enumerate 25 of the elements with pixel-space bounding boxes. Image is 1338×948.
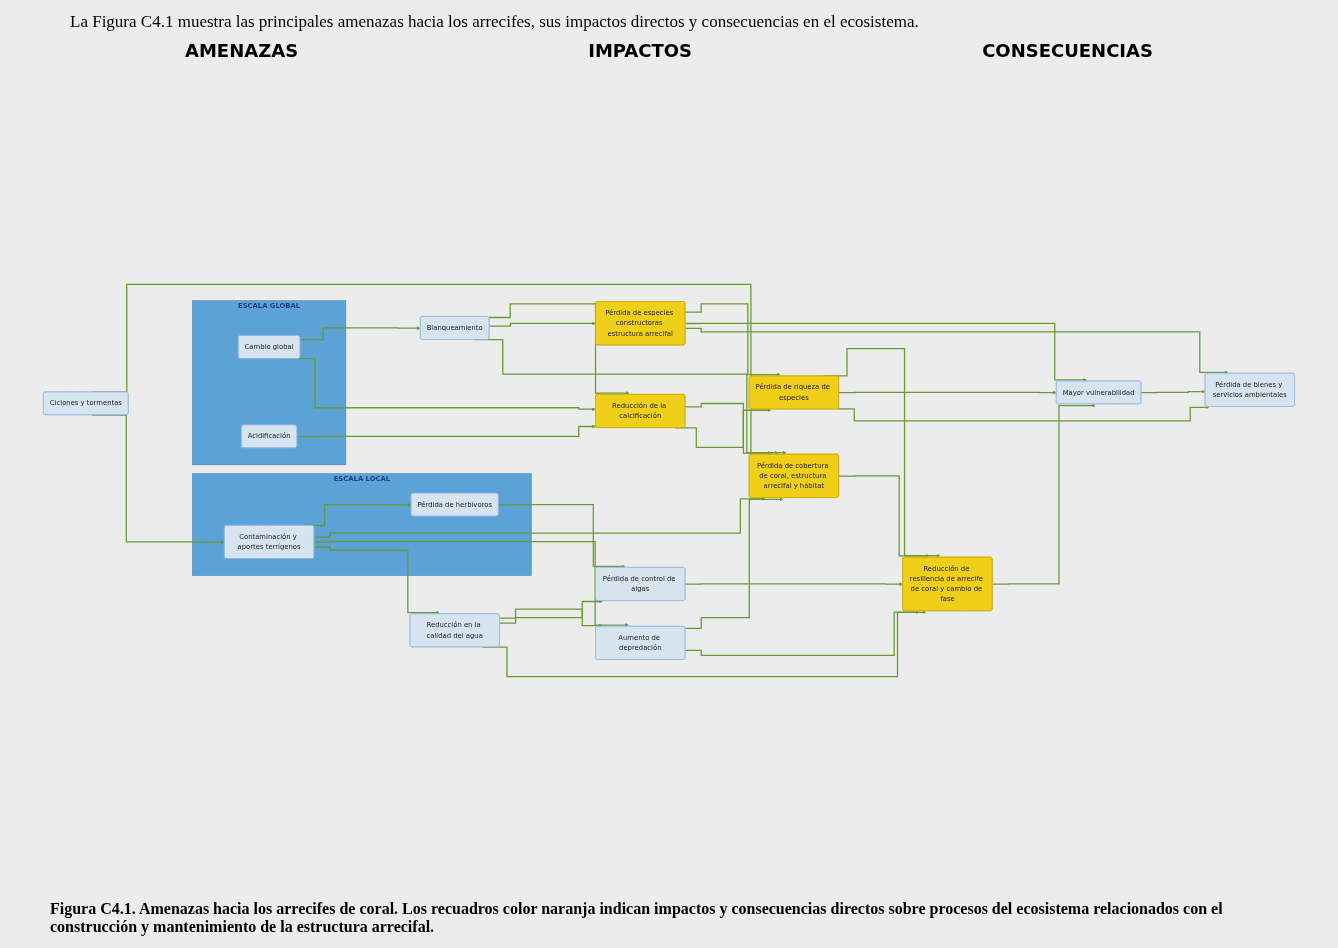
column-heading: AMENAZAS: [185, 40, 299, 61]
arrow: [313, 496, 766, 538]
arrow: [684, 303, 781, 377]
arrow: [837, 405, 1210, 422]
arrow: [838, 390, 1057, 395]
arrow: [296, 424, 596, 438]
arrow: [488, 321, 596, 327]
column-heading: IMPACTOS: [588, 40, 693, 61]
figure-caption: Figura C4.1. Amenazas hacia los arrecifes de coral. Los recuadros color naranja indican impactos y consecuencias directos sobre procesos del ecosistema relacionados con el construcción y mantenimiento de la estructura arrecifal.: [50, 900, 1224, 936]
arrow: [313, 546, 440, 615]
arrow: [299, 326, 421, 341]
column-heading: CONSECUENCIAS: [982, 40, 1153, 61]
arrow: [838, 475, 930, 558]
arrow: [684, 327, 1229, 375]
arrow: [313, 541, 629, 627]
arrow: [991, 403, 1096, 585]
arrow: [1140, 389, 1206, 394]
intro-text: La Figura C4.1 muestra las principales amenazas hacia los arrecifes, sus impactos directos y consecuencias en el ecosistema.: [70, 12, 920, 32]
arrow: [684, 322, 1088, 382]
arrow: [497, 503, 626, 569]
arrow: [684, 497, 784, 629]
arrow: [684, 582, 904, 587]
arrow: [499, 599, 603, 624]
arrow: [499, 608, 603, 628]
arrow: [684, 610, 920, 657]
